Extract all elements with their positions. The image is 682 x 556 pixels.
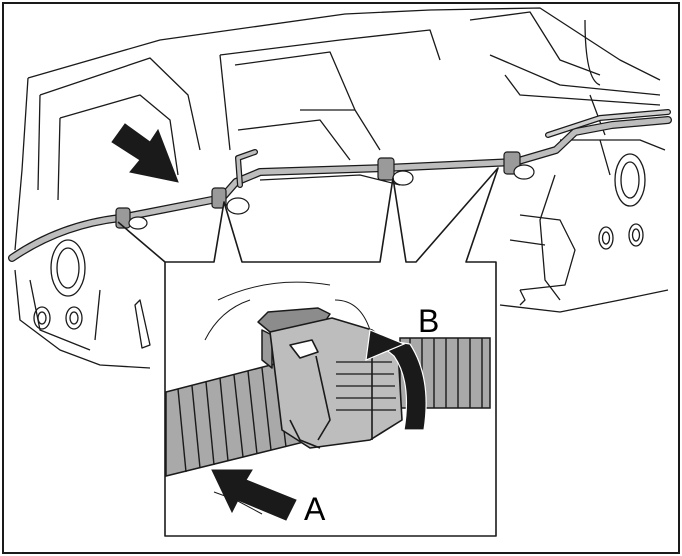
wire-harness bbox=[8, 109, 672, 262]
harness-clip bbox=[377, 157, 414, 186]
push-arrow-icon bbox=[211, 469, 297, 521]
harness-clip bbox=[503, 151, 535, 180]
vehicle-body-panel bbox=[14, 7, 669, 369]
detail-view: B A bbox=[165, 281, 491, 527]
harness-clip bbox=[211, 187, 250, 215]
callout-label-a: A bbox=[304, 491, 326, 527]
rotate-arrow-icon bbox=[365, 329, 427, 431]
install-direction-arrow-icon bbox=[111, 123, 179, 183]
callout-label-b: B bbox=[418, 303, 439, 339]
